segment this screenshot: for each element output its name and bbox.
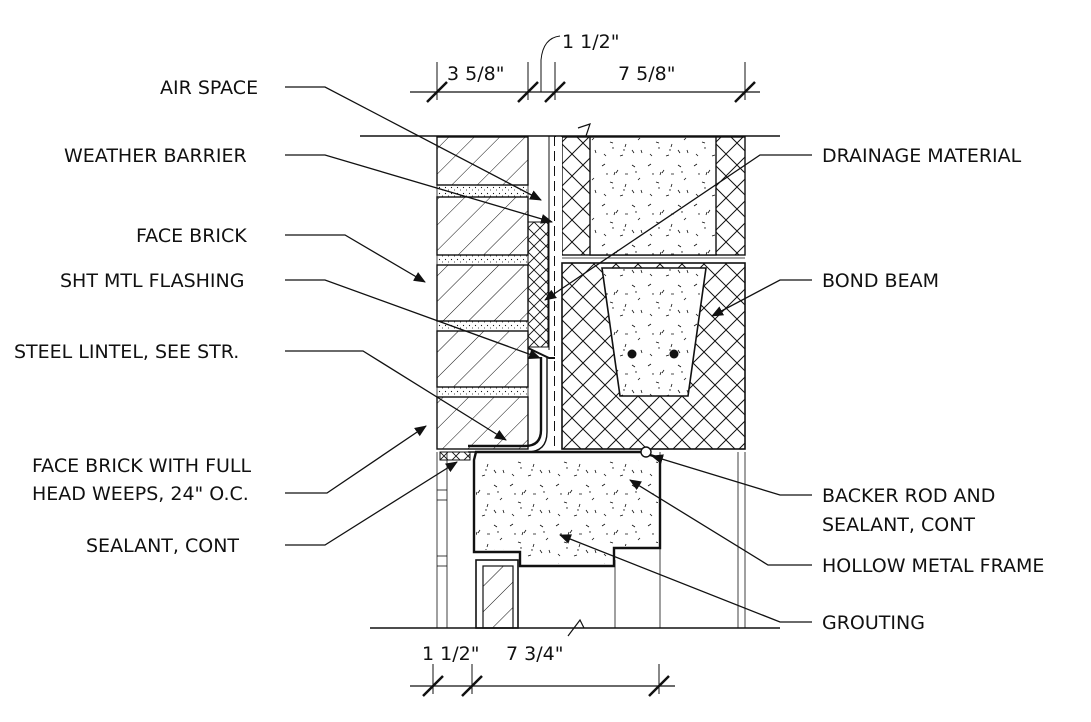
dim-top-right: 7 5/8"	[618, 63, 675, 85]
label-face-brick: FACE BRICK	[136, 225, 247, 247]
dim-top-left: 3 5/8"	[447, 63, 504, 85]
cmu-backup	[555, 123, 780, 628]
dim-bottom-right: 7 3/4"	[506, 643, 563, 665]
right-callouts: DRAINAGE MATERIAL BOND BEAM BACKER ROD A…	[544, 145, 1044, 634]
label-face-brick-weeps-2: HEAD WEEPS, 24" O.C.	[32, 483, 249, 505]
label-backer-rod-1: BACKER ROD AND	[822, 485, 995, 507]
top-dimension: 1 1/2" 3 5/8" 7 5/8"	[410, 31, 760, 103]
dim-bottom-left: 1 1/2"	[422, 643, 479, 665]
dim-top-airgap: 1 1/2"	[562, 31, 619, 53]
bottom-dimension: 1 1/2" 7 3/4"	[370, 618, 780, 697]
label-grouting: GROUTING	[822, 612, 925, 634]
label-face-brick-weeps-1: FACE BRICK WITH FULL	[32, 455, 252, 477]
hollow-metal-frame	[472, 446, 662, 629]
label-steel-lintel: STEEL LINTEL, SEE STR.	[14, 341, 239, 363]
label-weather-barrier: WEATHER BARRIER	[64, 145, 247, 167]
label-bond-beam: BOND BEAM	[822, 270, 939, 292]
label-hollow-metal-frame: HOLLOW METAL FRAME	[822, 555, 1044, 577]
label-sht-mtl-flashing: SHT MTL FLASHING	[60, 270, 244, 292]
left-callouts: AIR SPACE WEATHER BARRIER FACE BRICK SHT…	[14, 77, 553, 557]
label-backer-rod-2: SEALANT, CONT	[822, 514, 975, 536]
label-drainage-material: DRAINAGE MATERIAL	[822, 145, 1022, 167]
label-sealant-cont: SEALANT, CONT	[86, 535, 239, 557]
brick-veneer	[360, 135, 590, 628]
label-air-space: AIR SPACE	[160, 77, 258, 99]
